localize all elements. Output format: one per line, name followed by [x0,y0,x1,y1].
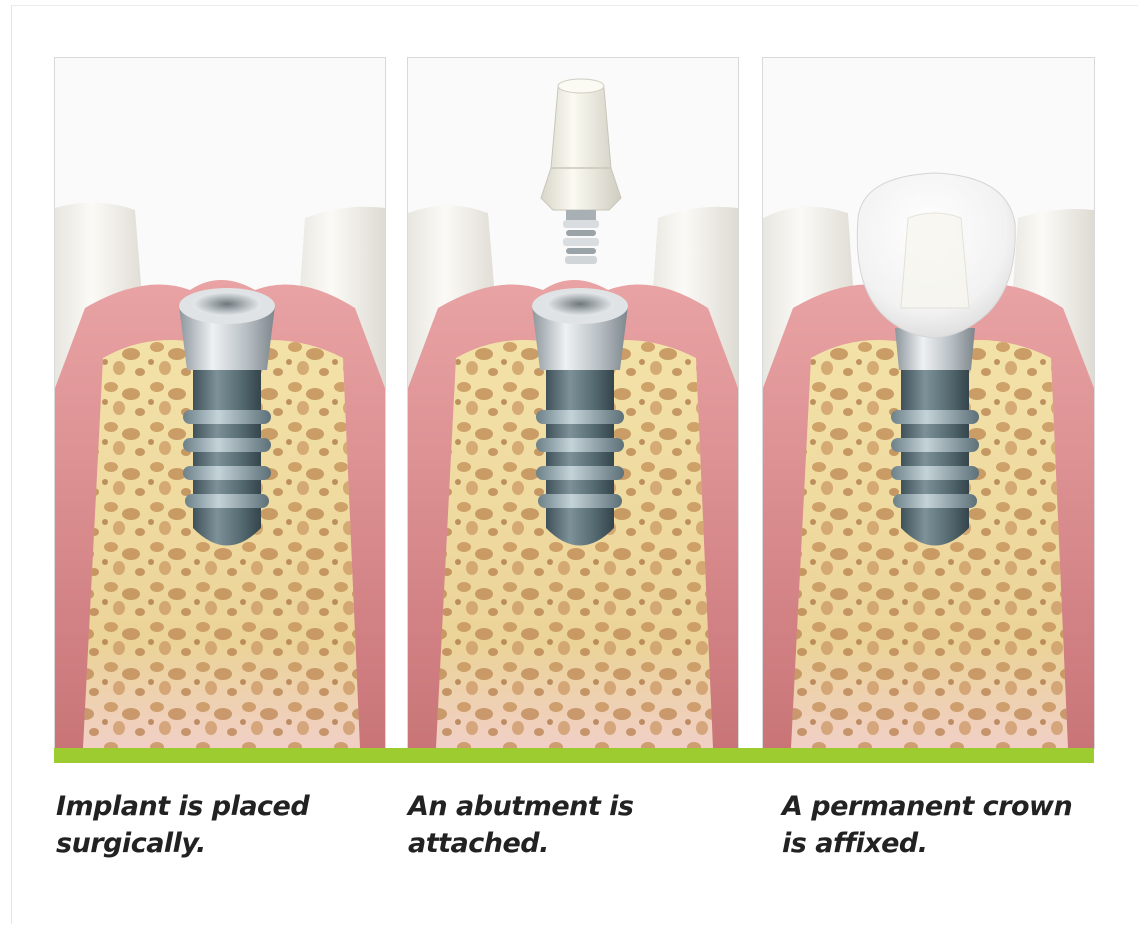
implant-illustration-2 [408,58,738,748]
panel-abutment-attached [407,57,739,749]
caption-implant-placed: Implant is placed surgically. [56,788,356,862]
panel-implant-placed [54,57,386,749]
accent-bar [54,748,1094,763]
implant-illustration-3 [763,58,1094,748]
abutment-icon [541,79,621,264]
implant-screw-icon [532,288,628,546]
caption-abutment-attached: An abutment is attached. [408,788,758,862]
implant-screw-icon [179,288,275,546]
panel-crown-affixed [762,57,1095,749]
caption-crown-affixed: A permanent crown is affixed. [782,788,1102,862]
implant-screw-icon [891,328,979,546]
implant-illustration-1 [55,58,385,748]
